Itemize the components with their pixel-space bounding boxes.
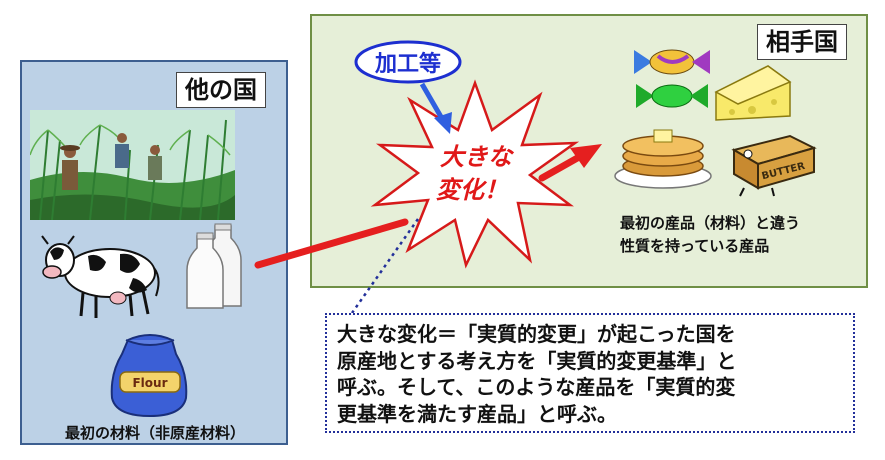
- cow-illustration: [41, 235, 160, 318]
- partner-country-title: 相手国: [757, 24, 847, 60]
- origin-caption: 最初の材料（非原産材料）: [64, 424, 245, 442]
- sugarcane-field-illustration: [30, 110, 235, 220]
- partner-caption-line1: 最初の産品（材料）と違う: [620, 214, 801, 232]
- big-change-burst: 大きな 変化！: [370, 79, 580, 269]
- butter-box-illustration: BUTTER: [731, 134, 817, 197]
- burst-text-line2: 変化！: [436, 176, 508, 204]
- processing-bubble: 加工等: [354, 40, 462, 134]
- pancakes-illustration: [614, 129, 712, 189]
- milk-bottles-illustration: [186, 223, 242, 309]
- burst-text-line1: 大きな: [440, 143, 515, 171]
- explanation-box: 大きな変化＝「実質的変更」が起こった国を 原産地とする考え方を「実質的変更基準」…: [325, 313, 855, 433]
- transformation-arrow: [254, 144, 602, 269]
- partner-caption-line2: 性質を持っている産品: [620, 237, 770, 255]
- flour-label: Flour: [132, 376, 167, 390]
- explanation-pointer: [350, 218, 420, 314]
- partner-caption: 最初の産品（材料）と違う 性質を持っている産品: [620, 212, 860, 258]
- cheese-illustration: [714, 65, 792, 121]
- processing-label: 加工等: [374, 51, 441, 77]
- origin-country-title: 他の国: [176, 72, 266, 108]
- flour-sack-illustration: Flour: [110, 334, 188, 418]
- candies-illustration: [634, 49, 710, 108]
